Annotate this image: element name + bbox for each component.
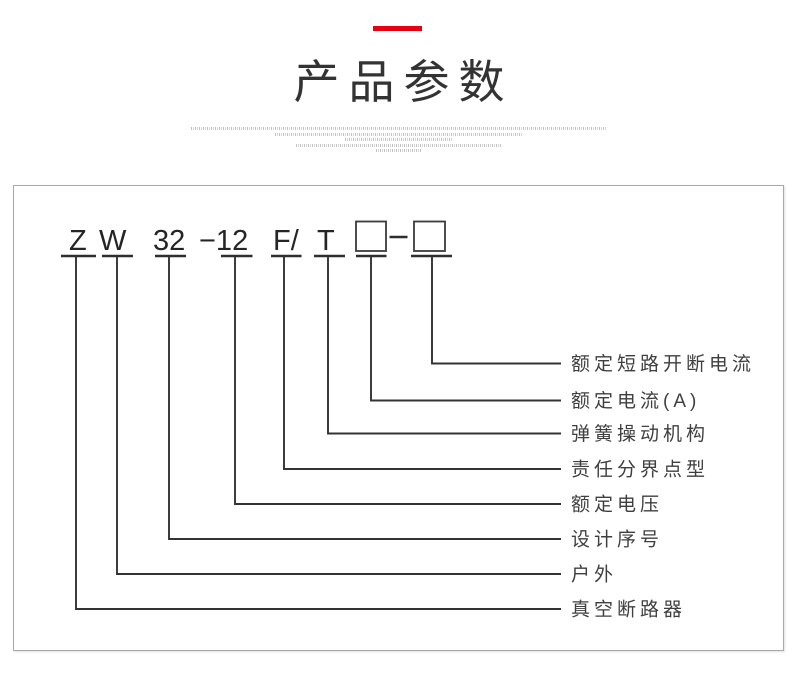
leader-line-32 (168, 256, 561, 540)
code-char-12: −12 (199, 225, 248, 257)
leader-line-f (283, 256, 561, 470)
code-char-w: W (99, 225, 127, 257)
fine-print-line (345, 138, 453, 141)
fine-print (0, 127, 798, 155)
label-rated-current: 额定电流(A) (571, 390, 700, 412)
leader-line-box1 (370, 256, 561, 402)
label-rated-voltage: 额定电压 (571, 494, 663, 516)
fine-print-line (275, 132, 523, 136)
model-designation-diagram: Z W 32 −12 F/ T 额定短路开断电流 额定电流(A) 弹簧操动机构 … (61, 220, 755, 621)
label-design-serial: 设计序号 (571, 529, 663, 551)
leader-line-z (75, 256, 561, 610)
leader-line-12 (234, 256, 561, 505)
code-char-32: 32 (153, 225, 185, 257)
label-demarcation-type: 责任分界点型 (571, 459, 709, 481)
code-char-f: F/ (273, 225, 300, 257)
product-code-panel: Z W 32 −12 F/ T 额定短路开断电流 额定电流(A) 弹簧操动机构 … (13, 185, 784, 651)
placeholder-box-rated-current (355, 220, 387, 252)
label-spring-mechanism: 弹簧操动机构 (571, 423, 709, 445)
leader-line-w (116, 256, 561, 575)
page-title: 产品参数 (293, 56, 514, 108)
placeholder-box-breaking-current (413, 220, 446, 252)
label-vacuum-breaker: 真空断路器 (571, 599, 686, 621)
label-outdoor: 户外 (571, 564, 617, 586)
fine-print-line (296, 143, 502, 147)
label-rated-breaking-current: 额定短路开断电流 (571, 353, 755, 375)
fine-print-line (376, 149, 422, 152)
accent-bar (373, 26, 422, 31)
code-char-z: Z (69, 225, 87, 257)
leader-line-t (327, 256, 561, 435)
code-char-t: T (317, 225, 335, 257)
fine-print-line (191, 127, 607, 130)
leader-line-box2 (431, 256, 561, 365)
